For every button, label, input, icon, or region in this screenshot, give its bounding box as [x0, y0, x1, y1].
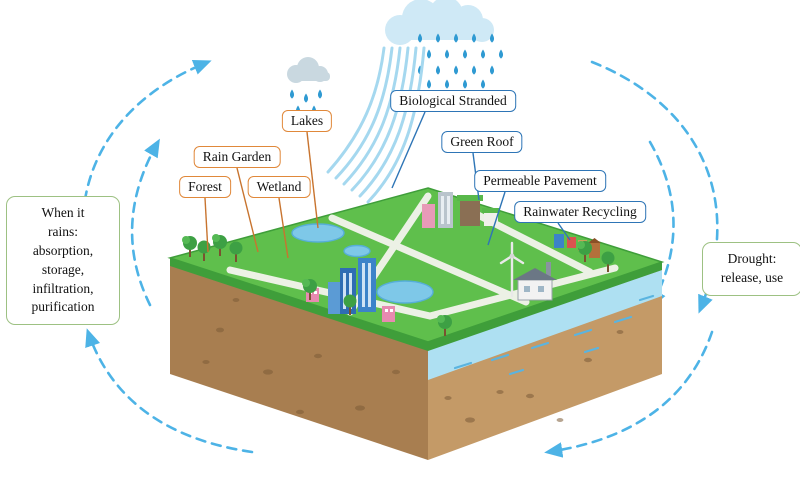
grass-top [167, 187, 665, 343]
groundwater-layer [428, 270, 662, 380]
raindrop-icons [417, 33, 504, 89]
drought-note: Drought: release, use [702, 242, 800, 296]
small-rain-cloud-icon [287, 57, 330, 83]
groundwater-ripple-icons [453, 294, 655, 376]
label-rainwater-recycling: Rainwater Recycling [514, 201, 646, 224]
label-permeable-pavement: Permeable Pavement [474, 170, 606, 193]
label-biological-stranded: Biological Stranded [390, 90, 516, 113]
land-block [167, 187, 665, 460]
label-forest: Forest [179, 176, 231, 199]
rain-stream-icons [326, 46, 426, 204]
tree-icons [182, 234, 615, 336]
soil-speckles [202, 298, 624, 423]
orange-leader-lines [204, 131, 319, 259]
label-wetland: Wetland [247, 176, 311, 199]
rain-note: When it rains: absorption, storage, infi… [6, 196, 120, 326]
label-green-roof: Green Roof [441, 131, 523, 154]
factory-icon [513, 262, 557, 301]
label-lakes: Lakes [281, 110, 333, 133]
city-building-icons [422, 192, 500, 228]
label-rain-garden: Rain Garden [193, 146, 281, 169]
wind-turbine-icon [499, 241, 525, 298]
